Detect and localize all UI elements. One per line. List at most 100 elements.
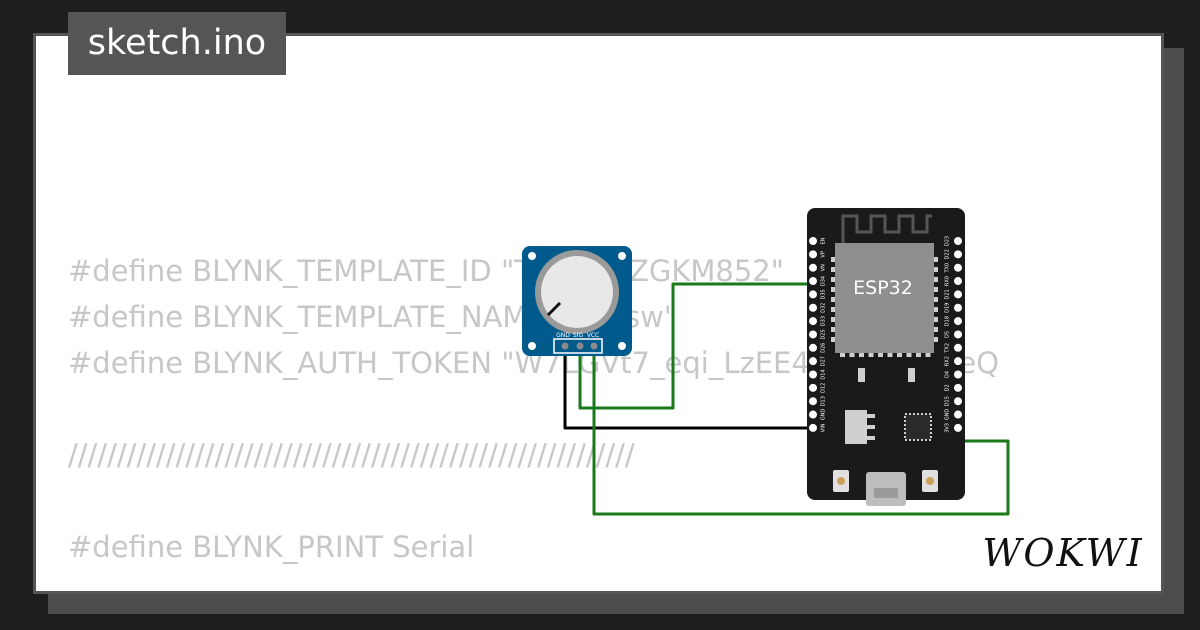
esp32-pin-left-en[interactable]	[809, 237, 817, 245]
castellation-pad	[934, 337, 938, 342]
esp32-pin-label: D18	[945, 316, 951, 326]
esp32-pin-left-vn[interactable]	[809, 263, 817, 272]
boot-button-cap	[926, 477, 934, 485]
esp32-pin-label: VN	[821, 264, 827, 271]
esp32-pin-label: D14	[821, 369, 827, 379]
esp32-pin-label: VP	[821, 251, 827, 257]
usb-port-inner	[874, 488, 898, 498]
esp32-pin-label: D2	[945, 384, 951, 391]
castellation-pad	[849, 353, 855, 357]
pot-pin-label: GND	[556, 332, 570, 339]
module-castellation	[831, 257, 938, 357]
castellation-pad	[868, 353, 874, 357]
castellation-pad	[831, 327, 835, 332]
esp32-pin-right-rx2[interactable]	[954, 357, 962, 366]
esp32-board[interactable]: ESP32 ENVPVND34D35D32D33D25D26D27D14D12D…	[807, 208, 965, 506]
pot-knob[interactable]	[541, 256, 613, 328]
pot-mount-hole	[618, 342, 626, 350]
castellation-pad	[934, 277, 938, 282]
regulator-pin	[867, 436, 875, 440]
castellation-pad	[831, 317, 835, 322]
wokwi-logo: WOKWI	[982, 531, 1141, 575]
pot-pin-gnd[interactable]	[561, 342, 569, 350]
castellation-pad	[934, 257, 938, 262]
esp32-pin-left-gnd[interactable]	[809, 410, 817, 419]
esp32-module	[835, 243, 934, 353]
regulator-pin	[867, 414, 875, 418]
esp32-pin-label: D5	[945, 331, 951, 338]
esp32-pin-label: D22	[945, 249, 951, 259]
esp32-pin-left-d35[interactable]	[809, 290, 817, 299]
esp32-pin-right-d19[interactable]	[954, 303, 962, 312]
esp32-pin-right-tx0[interactable]	[954, 263, 962, 272]
esp32-pin-label: D32	[821, 303, 827, 313]
esp32-pin-left-d26[interactable]	[809, 343, 817, 352]
esp32-pin-right-gnd[interactable]	[954, 410, 962, 419]
esp32-pin-label: TX2	[945, 343, 951, 354]
esp32-pin-left-vp[interactable]	[809, 250, 817, 259]
esp32-pin-left-d34[interactable]	[809, 277, 817, 286]
wire-vcc-3v3[interactable]	[592, 345, 1010, 516]
esp32-pin-right-d5[interactable]	[954, 330, 962, 339]
esp32-pin-label: D21	[945, 289, 951, 299]
castellation-pad	[925, 353, 931, 357]
esp32-pin-right-d23[interactable]	[954, 237, 962, 245]
potentiometer[interactable]: GND SIG VCC	[522, 246, 632, 356]
esp32-pin-label: D35	[821, 289, 827, 299]
wire-gnd-gnd[interactable]	[563, 345, 812, 430]
esp32-pin-right-tx2[interactable]	[954, 343, 962, 352]
smd-resistor	[908, 368, 915, 382]
pot-knob-indicator	[546, 301, 562, 317]
esp32-pin-right-d15[interactable]	[954, 397, 962, 406]
castellation-pad	[897, 353, 902, 357]
wire-sig-d34[interactable]	[578, 282, 812, 410]
pot-pin-sig[interactable]	[576, 342, 584, 350]
esp32-pin-left-d13[interactable]	[809, 397, 817, 406]
esp32-pin-left-d33[interactable]	[809, 317, 817, 326]
esp32-pin-right-d21[interactable]	[954, 290, 962, 299]
esp32-pin-label: D19	[945, 303, 951, 313]
esp32-pin-label: VIN	[821, 423, 827, 432]
castellation-pad	[934, 287, 938, 292]
esp32-pin-label: D33	[821, 316, 827, 326]
pot-pin-label: SIG	[573, 332, 584, 339]
smd-resistor	[858, 368, 865, 382]
esp32-pin-left-d27[interactable]	[809, 357, 817, 366]
castellation-pad	[934, 297, 938, 302]
esp32-pin-right-d18[interactable]	[954, 317, 962, 326]
esp32-pin-label: GND	[821, 409, 827, 421]
castellation-pad	[916, 353, 921, 357]
esp32-pin-label: RX0	[945, 276, 951, 286]
esp32-pin-right-rx0[interactable]	[954, 277, 962, 286]
pot-mount-hole	[528, 252, 536, 260]
esp32-pin-label: 3V3	[945, 423, 951, 433]
castellation-pad	[840, 353, 845, 357]
castellation-pad	[831, 267, 835, 272]
esp32-pin-left-d32[interactable]	[809, 303, 817, 312]
file-tab[interactable]: sketch.ino	[68, 12, 286, 75]
esp32-pin-label: D25	[821, 329, 827, 339]
esp32-pin-right-d4[interactable]	[954, 370, 962, 379]
voltage-regulator	[845, 410, 867, 444]
esp32-pin-left-d25[interactable]	[809, 330, 817, 339]
esp32-pin-right-d22[interactable]	[954, 250, 962, 259]
esp32-pin-right-3v3[interactable]	[954, 423, 962, 432]
esp32-pin-left-d12[interactable]	[809, 383, 817, 392]
regulator-pin	[867, 425, 875, 429]
castellation-pad	[831, 257, 835, 262]
castellation-pad	[906, 353, 912, 357]
en-button-cap	[837, 477, 845, 485]
castellation-pad	[878, 353, 883, 357]
pot-mount-hole	[618, 252, 626, 260]
castellation-pad	[934, 317, 938, 322]
esp32-pin-label: D13	[821, 396, 827, 406]
esp32-pin-left-vin[interactable]	[809, 423, 817, 432]
esp32-pin-left-d14[interactable]	[809, 370, 817, 379]
esp32-pin-label: EN	[821, 237, 827, 244]
esp32-pin-label: D34	[821, 276, 827, 286]
esp32-chip-label: ESP32	[853, 277, 913, 299]
pot-pin-vcc[interactable]	[590, 342, 598, 350]
esp32-pin-label: D15	[945, 396, 951, 406]
castellation-pad	[831, 307, 835, 312]
esp32-pin-right-d2[interactable]	[954, 383, 962, 392]
